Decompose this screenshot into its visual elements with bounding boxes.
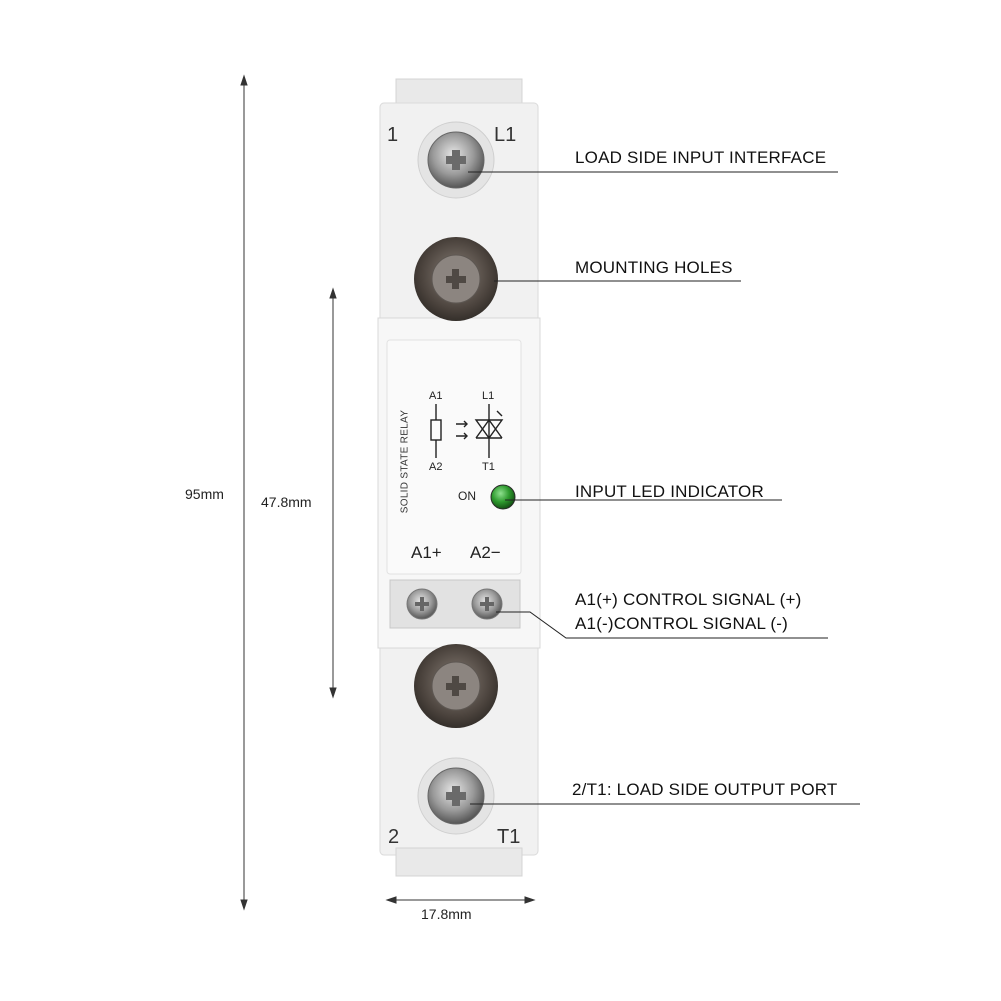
dimension-17-8mm-line — [385, 896, 536, 904]
callout-output-port: 2/T1: LOAD SIDE OUTPUT PORT — [572, 780, 838, 799]
control-screw-a1 — [406, 588, 438, 620]
schematic-a2: A2 — [429, 461, 443, 473]
callout-control-signal-1: A1(+) CONTROL SIGNAL (+) — [575, 590, 802, 609]
top-screw-terminal — [417, 121, 495, 199]
input-led — [490, 484, 516, 510]
dimension-17-8mm-label: 17.8mm — [421, 906, 472, 922]
dimension-95mm-line — [240, 74, 248, 911]
terminal-label-l1: L1 — [494, 124, 517, 146]
control-label-a1: A1+ — [411, 543, 442, 562]
callout-mounting-holes: MOUNTING HOLES — [575, 258, 733, 277]
schematic-l1: L1 — [482, 390, 495, 402]
terminal-label-t1: T1 — [497, 826, 521, 848]
leader-lines — [468, 171, 860, 805]
bottom-screw-terminal — [417, 757, 495, 835]
mounting-hole-bottom — [414, 644, 498, 728]
callout-led-indicator: INPUT LED INDICATOR — [575, 482, 764, 501]
mounting-hole-top — [414, 237, 498, 321]
schematic-a1: A1 — [429, 390, 443, 402]
schematic-t1: T1 — [482, 461, 495, 473]
terminal-number-bottom: 2 — [388, 826, 400, 848]
callout-load-input: LOAD SIDE INPUT INTERFACE — [575, 148, 827, 167]
dimension-95mm-label: 95mm — [185, 486, 224, 502]
control-screw-a2 — [471, 588, 503, 620]
callout-control-signal-2: A1(-)CONTROL SIGNAL (-) — [575, 614, 789, 633]
vertical-relay-label: SOLID STATE RELAY — [399, 409, 411, 514]
control-label-a2: A2− — [470, 543, 501, 562]
terminal-number-top: 1 — [387, 124, 399, 146]
relay-schematic — [430, 404, 504, 458]
led-on-label: ON — [458, 489, 476, 503]
dimension-47-8mm-label: 47.8mm — [261, 494, 312, 510]
dimension-47-8mm-line — [329, 287, 337, 699]
